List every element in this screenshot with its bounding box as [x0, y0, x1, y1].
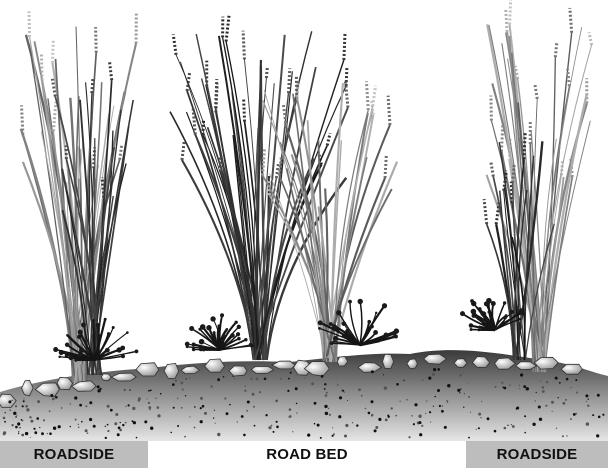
roadside-right-label: ROADSIDE: [466, 441, 608, 468]
grass-layer: [21, 0, 592, 385]
roadside-left-label: ROADSIDE: [0, 441, 148, 468]
shrub-icon: [185, 313, 254, 351]
rock-icon: [383, 354, 394, 369]
road-bed-label: ROAD BED: [148, 441, 466, 468]
